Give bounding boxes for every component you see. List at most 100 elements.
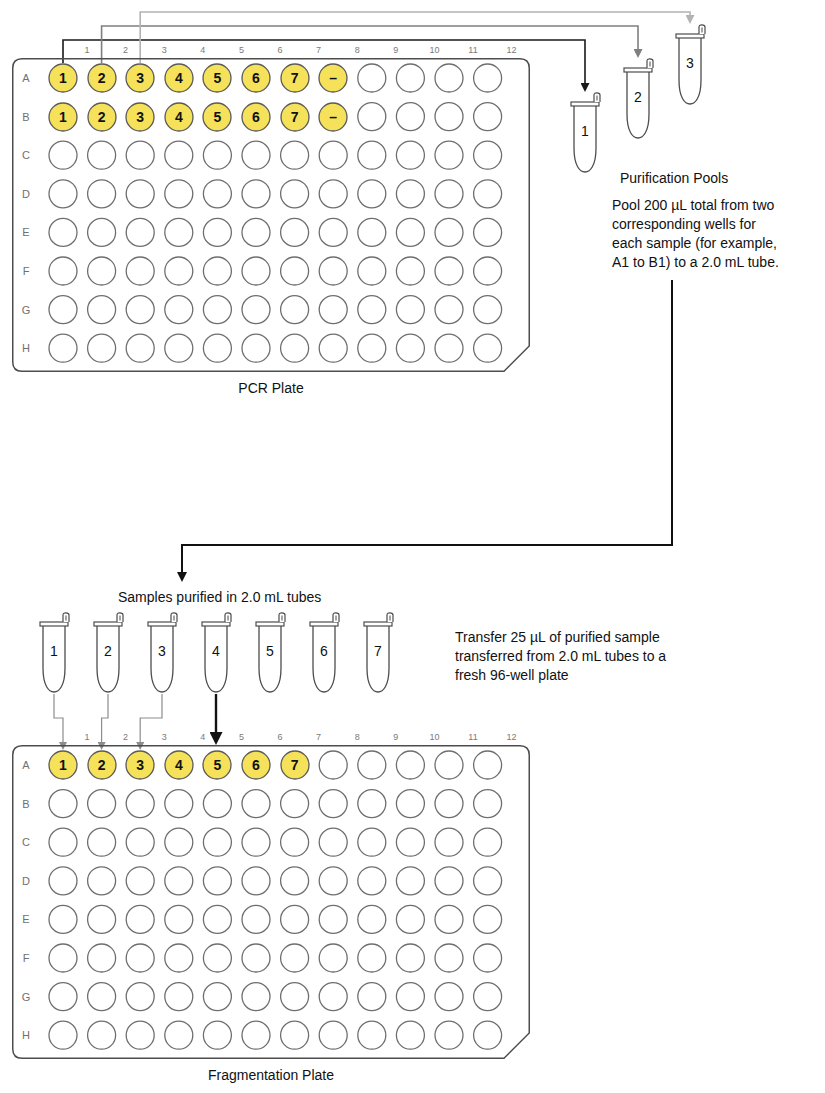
filled-well	[126, 64, 154, 92]
tube-cap	[225, 613, 231, 622]
row-label: B	[18, 796, 34, 812]
well-number: 6	[241, 102, 271, 132]
filled-well	[319, 64, 347, 92]
empty-well	[435, 180, 463, 208]
empty-well	[165, 296, 193, 324]
empty-well	[88, 180, 116, 208]
column-label: 1	[79, 732, 95, 743]
plate-drawing	[12, 745, 530, 1059]
filled-well	[281, 103, 309, 131]
filled-well	[281, 64, 309, 92]
empty-well	[358, 983, 386, 1011]
column-label: 3	[156, 45, 172, 56]
sample-well: 2	[87, 102, 117, 132]
empty-well	[396, 828, 424, 856]
empty-well	[435, 983, 463, 1011]
empty-well	[165, 828, 193, 856]
empty-well	[126, 828, 154, 856]
empty-well	[358, 905, 386, 933]
empty-well	[435, 1021, 463, 1049]
empty-well	[435, 867, 463, 895]
empty-well	[203, 218, 231, 246]
row-label: F	[18, 263, 34, 279]
tube-body	[205, 624, 227, 692]
empty-well	[242, 218, 270, 246]
empty-well	[203, 790, 231, 818]
sample-well: 7	[280, 750, 310, 780]
sample-well: 4	[164, 102, 194, 132]
sample-tube: 5	[253, 612, 287, 694]
sample-tube: 4	[199, 612, 233, 694]
empty-well	[358, 828, 386, 856]
empty-well	[474, 828, 502, 856]
well-number: –	[318, 63, 348, 93]
empty-well	[358, 334, 386, 362]
tube-body	[627, 70, 649, 138]
sample-tube: 6	[307, 612, 341, 694]
empty-well	[242, 905, 270, 933]
well-number: 3	[125, 750, 155, 780]
empty-well	[49, 790, 77, 818]
empty-well	[203, 905, 231, 933]
plate-caption: PCR Plate	[12, 379, 530, 397]
sample-well: 6	[241, 750, 271, 780]
column-label: 4	[195, 45, 211, 56]
step-label: Samples purified in 2.0 mL tubes	[118, 588, 321, 607]
tube-number: 1	[574, 122, 596, 140]
empty-well	[435, 257, 463, 285]
tube-cap	[282, 616, 283, 621]
sample-well: 6	[241, 63, 271, 93]
column-label: 3	[156, 732, 172, 743]
row-label: F	[18, 950, 34, 966]
empty-well	[49, 218, 77, 246]
well-number: 1	[48, 63, 78, 93]
empty-well	[203, 180, 231, 208]
instruction-note: Transfer 25 µL of purified sample transf…	[455, 628, 683, 685]
well-number: 4	[164, 750, 194, 780]
tube-cap	[174, 616, 175, 621]
tube-cap	[120, 616, 121, 621]
tube-rim	[94, 622, 122, 626]
empty-well	[49, 141, 77, 169]
empty-well	[126, 905, 154, 933]
transfer-arrow	[140, 12, 690, 63]
empty-well	[435, 334, 463, 362]
column-label: 6	[272, 732, 288, 743]
well-number: 3	[125, 102, 155, 132]
empty-well	[88, 334, 116, 362]
well-number: 2	[87, 102, 117, 132]
filled-well	[165, 751, 193, 779]
empty-well	[88, 867, 116, 895]
empty-well	[358, 751, 386, 779]
tube-cap	[336, 616, 337, 621]
well-number: 4	[164, 63, 194, 93]
empty-well	[49, 180, 77, 208]
row-label: G	[18, 989, 34, 1005]
empty-well	[358, 103, 386, 131]
sample-well: 7	[280, 63, 310, 93]
empty-well	[281, 828, 309, 856]
empty-well	[474, 983, 502, 1011]
well-number: 3	[125, 63, 155, 93]
row-label: B	[18, 109, 34, 125]
empty-well	[242, 141, 270, 169]
empty-well	[281, 257, 309, 285]
empty-well	[281, 867, 309, 895]
tube-cap	[647, 59, 653, 68]
empty-well	[165, 334, 193, 362]
empty-well	[396, 141, 424, 169]
empty-well	[319, 790, 347, 818]
sample-well: 5	[202, 750, 232, 780]
filled-well	[203, 64, 231, 92]
well-number: 7	[280, 63, 310, 93]
tube-body	[151, 624, 173, 692]
empty-well	[358, 141, 386, 169]
sample-well: –	[318, 102, 348, 132]
empty-well	[319, 905, 347, 933]
empty-well	[319, 296, 347, 324]
empty-well	[358, 296, 386, 324]
tube-rim	[148, 622, 176, 626]
empty-well	[126, 334, 154, 362]
empty-well	[474, 180, 502, 208]
